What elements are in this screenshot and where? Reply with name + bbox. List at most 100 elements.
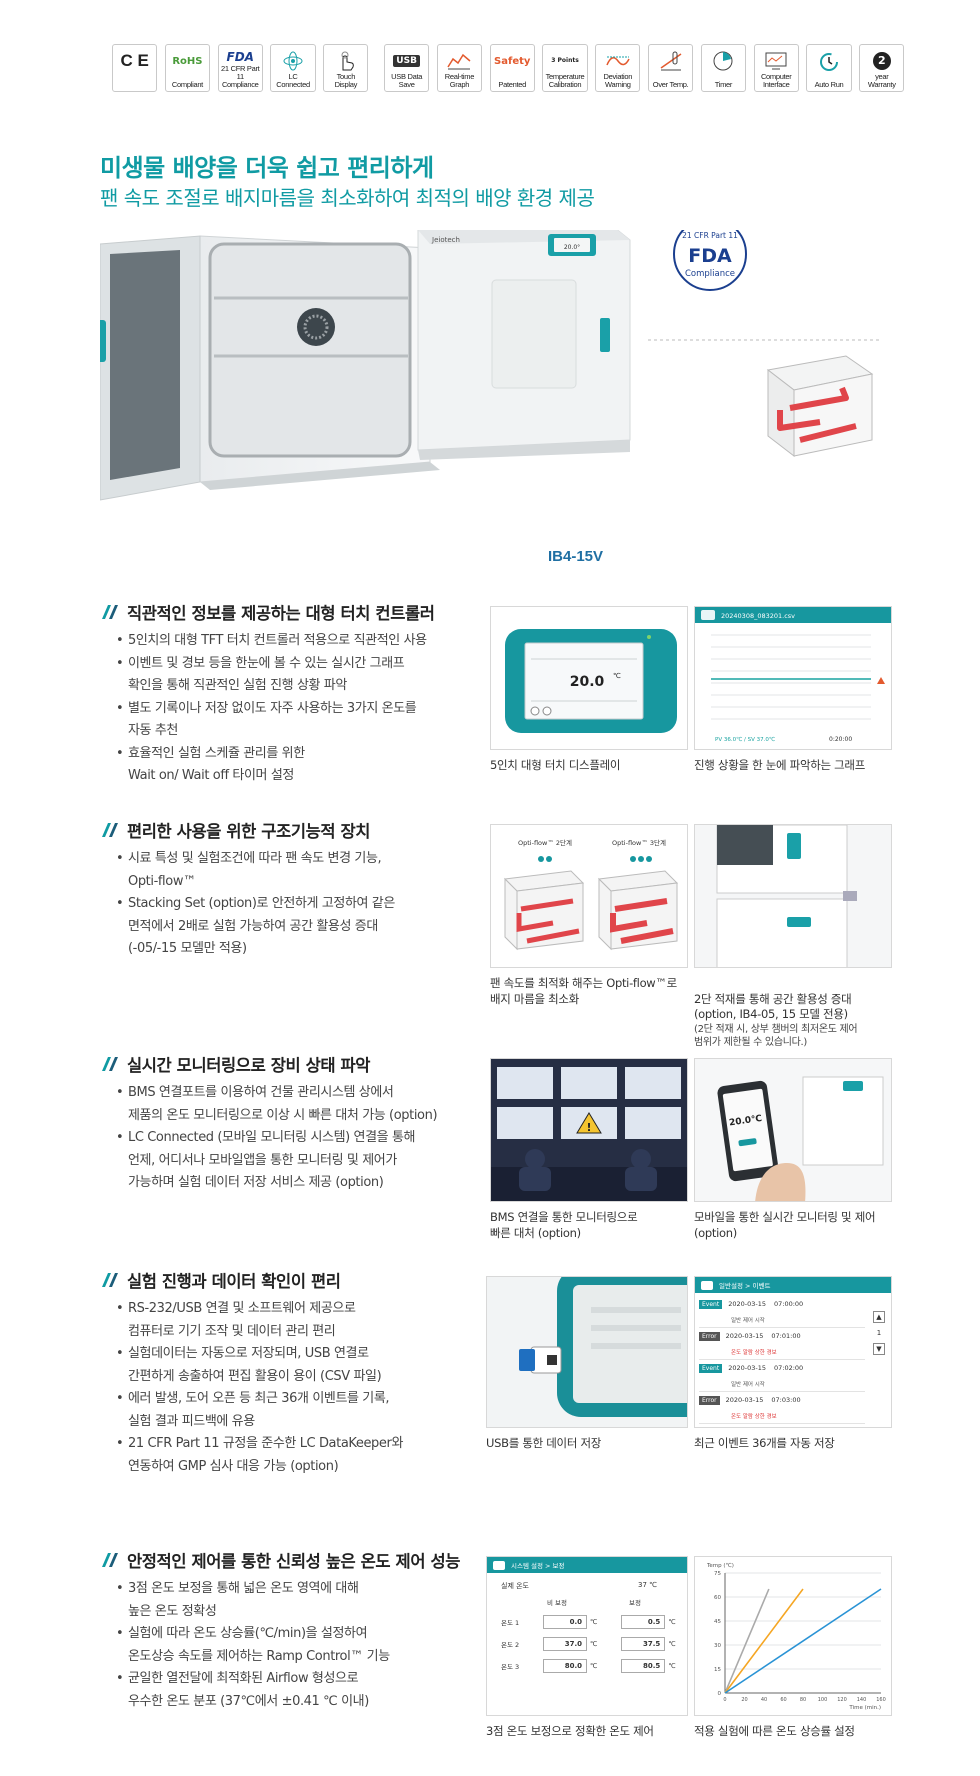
badge-label: Touch Display: [334, 72, 358, 89]
badge-glyph: C E: [120, 51, 149, 70]
badge-label: Computer Interface: [760, 72, 792, 89]
bullet-item: 실험에 따라 온도 상승률(℃/min)을 설정하여 온도상승 속도를 제어하는…: [116, 1623, 476, 1668]
event-date: 2020-03-15: [725, 1332, 764, 1340]
badge-label: Compliant: [171, 80, 203, 89]
page-title: 미생물 배양을 더욱 쉽고 편리하게: [100, 154, 434, 182]
hero-product-images: 20.0° Jeiotech 21 CFR Part 11 FDA Compli…: [100, 230, 880, 501]
event-date: 2020-03-15: [728, 1300, 766, 1308]
badge-label: Real-time Graph: [444, 72, 475, 89]
x-axis-label: Time (min.): [848, 1705, 881, 1711]
before-value-field[interactable]: 37.0: [543, 1637, 587, 1651]
section-mark-icon: [102, 605, 118, 619]
badge-computer: Computer Interface: [753, 44, 799, 92]
safety-icon: Safety: [494, 48, 530, 74]
bullet-item: 시료 특성 및 실험조건에 따라 팬 속도 변경 기능, Opti-flow™: [116, 848, 476, 893]
page-subtitle: 팬 속도 조절로 배지마름을 최소화하여 최적의 배양 환경 제공: [100, 186, 595, 210]
series-line-3: [724, 1588, 882, 1694]
caption-opti-flow: 팬 속도를 최적화 해주는 Opti-flow™로 배지 마름을 최소화: [490, 976, 677, 1006]
unit-label: ℃: [590, 1662, 598, 1670]
caption-ramp: 적용 실험에 따른 온도 상승률 설정: [694, 1724, 855, 1738]
event-time: 07:02:00: [773, 1364, 804, 1372]
unit-label: ℃: [668, 1662, 676, 1670]
caption-touch-display: 5인치 대형 터치 디스플레이: [490, 758, 621, 772]
caption-mobile: 모바일을 통한 실시간 모니터링 및 제어 (option): [694, 1210, 876, 1240]
x-tick-label: 160: [876, 1697, 886, 1703]
x-tick-label: 80: [800, 1697, 806, 1703]
calibration-row-label: 온도 2: [501, 1641, 520, 1649]
graph-timer: 0:20:00: [829, 736, 852, 743]
badge-label: Timer: [714, 80, 733, 89]
unit-label: ℃: [590, 1640, 598, 1648]
section-title-structure: 편리한 사용을 위한 구조기능적 장치: [100, 818, 370, 842]
svg-text:!: !: [586, 1121, 591, 1134]
bms-monitoring-image: !: [490, 1058, 688, 1202]
event-date: 2020-03-15: [725, 1396, 764, 1404]
y-tick-label: 75: [714, 1571, 721, 1577]
after-value-field[interactable]: 37.5: [621, 1637, 666, 1651]
event-type-badge: Error: [699, 1331, 720, 1341]
usb-icon: USB: [393, 48, 420, 73]
computer-icon: [764, 48, 788, 73]
x-tick-label: 60: [780, 1697, 786, 1703]
graph-file-name: 20240308_083201.csv: [721, 612, 795, 620]
badge-label: USB Data Save: [391, 72, 423, 89]
event-desc: 온도 알람 상한 경보: [731, 1349, 777, 1356]
badge-ce: C E: [112, 44, 158, 92]
col-after-label: 보정: [629, 1599, 641, 1607]
fda-icon: FDA: [227, 48, 254, 65]
before-value-field[interactable]: 80.0: [543, 1659, 587, 1673]
usb-data-image: [486, 1276, 688, 1428]
section-title-data: 실험 진행과 데이터 확인이 편리: [100, 1268, 341, 1292]
caption-events: 최근 이벤트 36개를 자동 저장: [694, 1436, 835, 1450]
y-tick-label: 0: [718, 1691, 722, 1697]
phone-temp-value: 20.0℃: [729, 1114, 763, 1129]
bullet-item: RS-232/USB 연결 및 소프트웨어 제공으로 컴퓨터로 기기 조작 및 …: [116, 1298, 476, 1343]
svg-text:21 CFR Part 11: 21 CFR Part 11: [682, 231, 738, 240]
event-time: 07:03:00: [771, 1396, 801, 1404]
svg-text:Compliance: Compliance: [685, 269, 735, 279]
touch-display-image: 20.0 ℃: [490, 606, 688, 750]
caption-stacking-note: (2단 적재 시, 상부 챔버의 최저온도 제어 범위가 제한될 수 있습니다.…: [694, 1023, 858, 1048]
back-icon: [493, 1560, 505, 1570]
graph-icon: [446, 48, 472, 73]
event-type-badge: Event: [699, 1299, 723, 1309]
bullet-item: 균일한 열전달에 최적화된 Airflow 형성으로 우수한 온도 분포 (37…: [116, 1668, 476, 1713]
badge-glyph: RoHS: [172, 55, 203, 67]
bullet-item: 에러 발생, 도어 오픈 등 최근 36개 이벤트를 기록, 실험 결과 피드백…: [116, 1388, 476, 1433]
section-bullets-control: 3점 온도 보정을 통해 넓은 온도 영역에 대해 높은 온도 정확성실험에 따…: [116, 1578, 476, 1713]
fda-compliance-seal: 21 CFR Part 11 FDA Compliance: [673, 230, 747, 291]
y-tick-label: 60: [714, 1595, 721, 1601]
caption-realtime-graph: 진행 상황을 한 눈에 파악하는 그래프: [694, 758, 865, 772]
page-down-button[interactable]: ▼: [873, 1343, 885, 1355]
badge-glyph: Safety: [494, 55, 531, 67]
bullet-item: 3점 온도 보정을 통해 넓은 온도 영역에 대해 높은 온도 정확성: [116, 1578, 476, 1623]
rohs-icon: RoHS: [172, 48, 202, 74]
before-value-field[interactable]: 0.0: [543, 1615, 587, 1629]
section-title-monitoring: 실시간 모니터링으로 장비 상태 파악: [100, 1052, 370, 1076]
display-temp-value: 20.0: [570, 674, 605, 690]
bullet-item: 실험데이터는 자동으로 저장되며, USB 연결로 간편하게 송출하여 편집 활…: [116, 1343, 476, 1388]
badge-deviation: Deviation Warning: [595, 44, 641, 92]
x-tick-label: 140: [857, 1697, 867, 1703]
event-type-badge: Event: [699, 1363, 723, 1373]
after-value-field[interactable]: 80.5: [621, 1659, 666, 1673]
page-up-button[interactable]: ▲: [873, 1311, 885, 1323]
badge-lc-connected: LC Connected: [270, 44, 316, 92]
hero-brand: Jeiotech: [431, 236, 460, 244]
after-value-field[interactable]: 0.5: [621, 1615, 666, 1629]
bullet-item: BMS 연결포트를 이용하여 건물 관리시스템 상에서 제품의 온도 모니터링으…: [116, 1082, 496, 1127]
section-title-control: 안정적인 제어를 통한 신뢰성 높은 온도 제어 성능: [100, 1548, 460, 1572]
airflow-diagram: [766, 355, 874, 458]
section-bullets-monitoring: BMS 연결포트를 이용하여 건물 관리시스템 상에서 제품의 온도 모니터링으…: [116, 1082, 496, 1195]
section-mark-icon: [102, 1273, 118, 1287]
y-tick-label: 15: [714, 1667, 721, 1673]
caption-usb: USB를 통한 데이터 저장: [486, 1436, 602, 1450]
x-tick-label: 0: [723, 1697, 726, 1703]
